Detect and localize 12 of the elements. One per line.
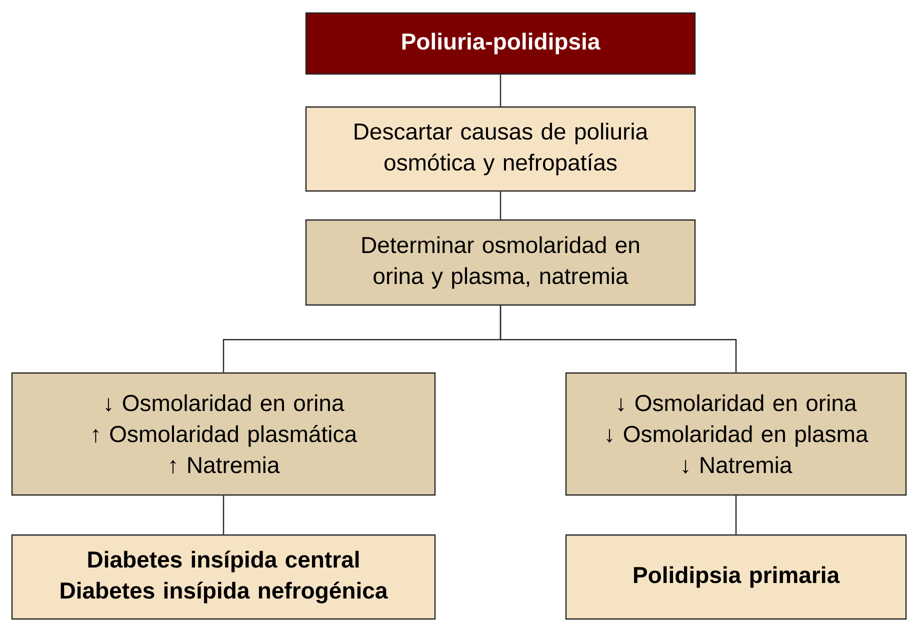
process-box: Descartar causas de poliuria osmótica y nefropatías — [305, 106, 696, 192]
finding-box: ↓ Osmolaridad en orina ↑ Osmolaridad plasmática ↑ Natremia — [11, 372, 436, 496]
process-box: Determinar osmolaridad en orina y plasma, natremia — [305, 219, 696, 306]
connector-line — [222, 496, 224, 534]
finding-box: ↓ Osmolaridad en orina ↓ Osmolaridad en plasma ↓ Natremia — [565, 372, 907, 496]
diagnosis-box: Diabetes insípida central Diabetes insípida nefrogénica — [11, 534, 436, 620]
connector-line — [500, 74, 502, 106]
title-box: Poliuria-polidipsia — [305, 12, 696, 75]
connector-line — [735, 496, 737, 534]
connector-line — [500, 306, 737, 372]
diagnosis-box: Polidipsia primaria — [565, 534, 907, 620]
connector-line — [500, 192, 502, 220]
